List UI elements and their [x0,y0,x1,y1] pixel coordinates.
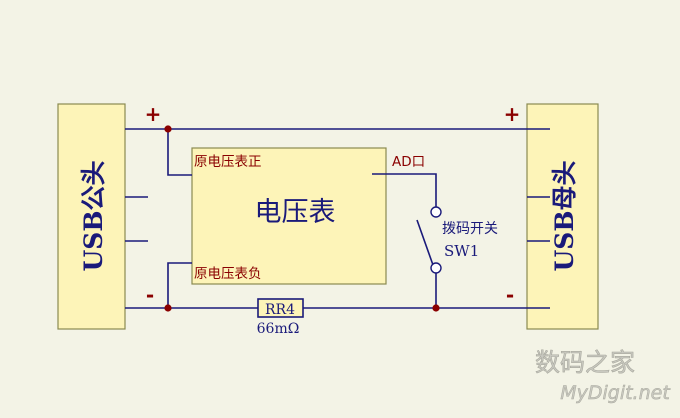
resistor-ref-label: RR4 [265,302,295,318]
watermark-en: MyDigit.net [560,382,671,404]
switch-name-label: 拨码开关 [442,221,498,237]
ad-port-label: AD口 [392,154,425,170]
ad-port-wire [372,173,437,207]
junction-bottom-right [432,304,440,312]
right-connector-label: USB母头 [550,161,579,272]
right-minus-mark: - [506,283,514,307]
watermark-cn: 数码之家 [535,348,635,377]
meter-negative-wire [167,262,192,308]
left-plus-mark: + [145,102,162,126]
resistor-value-label: 66mΩ [257,321,300,337]
junction-bottom-left [164,304,172,312]
voltmeter-label: 电压表 [255,197,336,228]
left-usb-connector [57,103,126,330]
right-plus-mark: + [504,102,521,126]
meter-positive-wire [167,129,192,176]
left-connector-label: USB公头 [79,161,108,272]
voltmeter-block [191,147,387,285]
left-minus-mark: - [146,283,154,307]
resistor-rr4 [257,298,304,318]
meter-negative-label: 原电压表负 [194,266,262,282]
junction-top-left [164,125,172,133]
switch-ref-label: SW1 [444,242,479,260]
junction-nodes [164,125,440,312]
meter-positive-label: 原电压表正 [194,154,262,170]
switch-blade [416,219,434,266]
switch-contact-top [430,206,442,218]
wires [125,128,550,309]
switch-contact-bottom [430,262,442,274]
right-usb-connector [526,103,599,330]
